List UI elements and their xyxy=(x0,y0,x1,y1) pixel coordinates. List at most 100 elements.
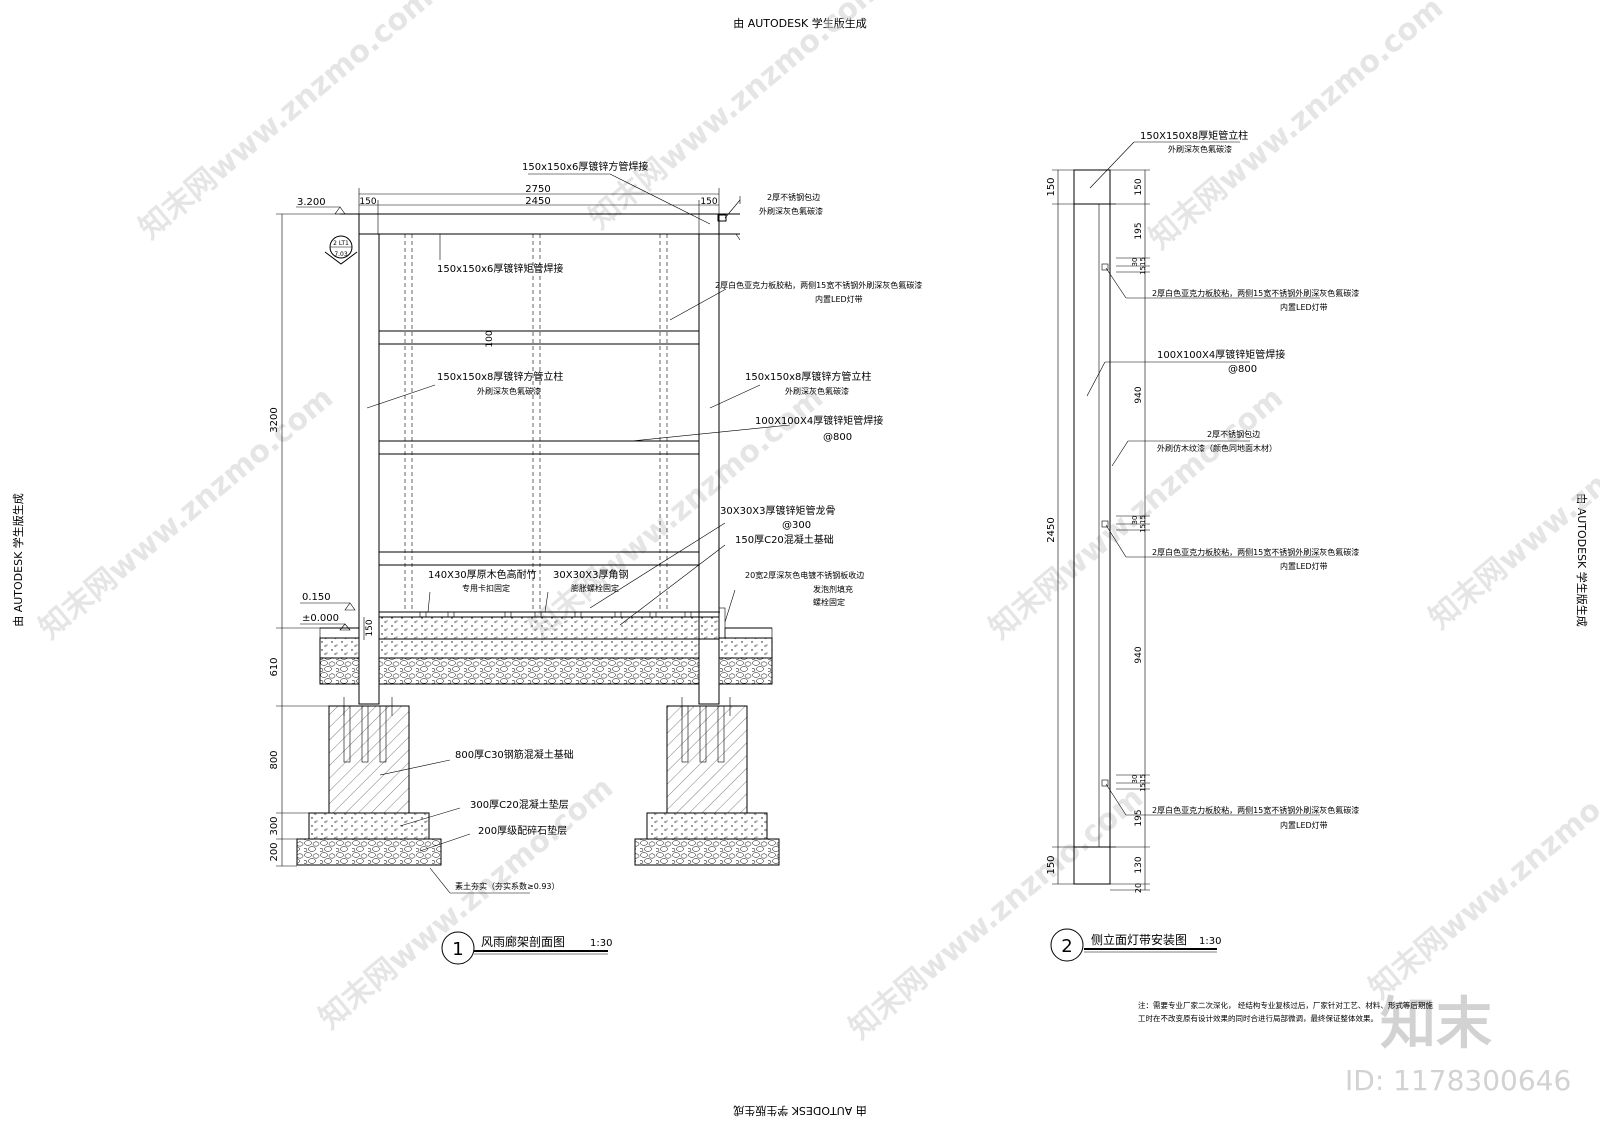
watermarks: 由 AUTODESK 学生版生成 由 AUTODESK 学生版生成 由 AUTO… xyxy=(11,0,1600,1118)
label-col-left-1: 150x150x8厚镀锌方管立柱 xyxy=(437,370,563,383)
dim-610: 610 xyxy=(269,657,280,676)
dim-height: 3200 xyxy=(269,407,280,432)
site-watermark-1: 知末网www.znzmo.com xyxy=(133,0,440,246)
dim-top-inner: 2450 xyxy=(525,196,550,207)
label-tube-2: @800 xyxy=(823,432,852,443)
label-edge-3: 螺栓固定 xyxy=(813,597,845,607)
drawing-1-number: 1 xyxy=(452,939,463,960)
section-mark-bottom: 7.03 xyxy=(334,251,348,258)
dim-top-left: 150 xyxy=(359,197,376,207)
label-acr-b2: 内置LED灯带 xyxy=(1280,561,1328,571)
label-found-gravel: 200厚级配碎石垫层 xyxy=(478,824,567,837)
dim-r15a: 1515 xyxy=(1139,257,1147,275)
site-watermark-7: 知末网www.znzmo.com xyxy=(1423,370,1600,636)
drawing-2-number-circle xyxy=(1050,928,1084,962)
site-watermark-3: 知末网www.znzmo.com xyxy=(1143,0,1450,256)
label-rib-2: @300 xyxy=(782,520,811,531)
label-plank-1: 140X30厚原木色高耐竹 xyxy=(428,568,537,581)
label-edge-1: 20宽2厚深灰色电镀不锈钢板收边 xyxy=(745,570,864,580)
dim-r150: 150 xyxy=(1134,178,1144,195)
left-gravel-pad xyxy=(296,838,442,866)
label-tube-1: 100X100X4厚镀锌矩管焊接 xyxy=(755,414,883,427)
label-angle-1: 30X30X3厚角钢 xyxy=(553,568,629,581)
dim-top-total: 2750 xyxy=(525,184,550,195)
edge-cap xyxy=(717,214,727,222)
label-beam-inner: 150x150x6厚镀锌矩管焊接 xyxy=(437,262,563,275)
right-c20-pad xyxy=(646,812,768,840)
site-watermark-6: 知末网www.znzmo.com xyxy=(983,380,1290,646)
note-line-2: 工时在不改变原有设计效果的同时合进行局部微调，最终保证整体效果。 xyxy=(1138,1013,1378,1023)
dim-r195: 195 xyxy=(1134,222,1144,239)
dim-r30b: 30 xyxy=(1131,516,1139,525)
logo-watermark: 知末 xyxy=(1380,992,1492,1057)
label-rib-1: 30X30X3厚镀锌矩管龙骨 xyxy=(720,504,836,517)
drawing-2-number: 2 xyxy=(1061,936,1072,957)
dim-r940b: 940 xyxy=(1134,646,1144,663)
dim-r130: 130 xyxy=(1134,856,1144,873)
dim-left-bot: 150 xyxy=(1046,855,1057,874)
top-beam xyxy=(358,213,720,235)
drawing-1-section: 2750 2450 150 150 3200 610 800 300 200 1… xyxy=(269,160,922,965)
dim-r15c: 1515 xyxy=(1139,774,1147,792)
c20-slab xyxy=(378,616,720,640)
label-post-2: 外刷深灰色氟碳漆 xyxy=(1168,144,1232,154)
label-side-tube-1: 100X100X4厚镀锌矩管焊接 xyxy=(1157,348,1285,361)
rail-2 xyxy=(378,440,700,455)
label-edge-2: 发泡剂填充 xyxy=(813,584,853,594)
side-post xyxy=(1073,169,1111,885)
label-col-right-1: 150x150x8厚镀锌方管立柱 xyxy=(745,370,871,383)
label-found-c20: 300厚C20混凝土垫层 xyxy=(470,798,569,811)
dim-300: 300 xyxy=(269,816,280,835)
dim-r20: 20 xyxy=(1134,883,1143,893)
site-watermark-2: 知末网www.znzmo.com xyxy=(583,0,890,236)
site-watermark-4: 知末网www.znzmo.com xyxy=(33,380,340,646)
right-gravel-pad xyxy=(634,838,780,866)
note-line-1: 注：需要专业厂家二次深化， 经结构专业复核过后，厂家针对工艺、材料、形式等后期施 xyxy=(1138,1000,1433,1010)
label-beam-top: 150x150x6厚镀锌方管焊接 xyxy=(522,160,648,173)
left-c20-pad xyxy=(308,812,430,840)
label-cover-2: 外刷深灰色氟碳漆 xyxy=(759,206,823,216)
drawing-2-elevation: 150 2450 150 150 195 30 1515 940 30 1515 xyxy=(1046,129,1433,1023)
autodesk-watermark-left: 由 AUTODESK 学生版生成 xyxy=(11,493,25,627)
level-top: 3.200 xyxy=(297,197,326,208)
right-footing xyxy=(666,705,748,814)
led-strip-b xyxy=(1101,520,1109,528)
label-acr-a2: 内置LED灯带 xyxy=(1280,302,1328,312)
label-post-1: 150X150X8厚矩管立柱 xyxy=(1140,129,1248,142)
site-watermark-9: 知末网www.znzmo.com xyxy=(843,780,1150,1046)
label-acr-c1: 2厚白色亚克力板胶粘，两侧15宽不锈钢外刷深灰色氟碳漆 xyxy=(1152,805,1359,815)
site-watermark-10: 知末网www.znzmo.com xyxy=(1363,740,1600,1006)
drawing-1-number-circle xyxy=(441,931,475,965)
drawing-2-title: 侧立面灯带安装图 xyxy=(1091,932,1187,947)
gravel-layer xyxy=(378,657,700,685)
led-strip-a xyxy=(1101,263,1109,271)
section-mark-top: 2 LT1 xyxy=(333,240,349,247)
label-plank-2: 专用卡扣固定 xyxy=(462,583,510,593)
label-soil: 素土夯实（夯实系数≥0.93） xyxy=(455,881,560,891)
label-col-right-2: 外刷深灰色氟碳漆 xyxy=(785,386,849,396)
label-ss-1: 2厚不锈钢包边 xyxy=(1207,429,1260,439)
label-acrylic-1: 2厚白色亚克力板胶粘，两侧15宽不锈钢外刷深灰色氟碳漆 xyxy=(715,280,922,290)
drawing-1-scale: 1:30 xyxy=(590,938,612,949)
level-0: ±0.000 xyxy=(302,613,339,624)
left-column xyxy=(358,233,380,705)
dim-r30a: 30 xyxy=(1131,258,1139,267)
dim-base-150: 150 xyxy=(365,619,375,636)
rail-3 xyxy=(378,551,700,566)
drawing-1-title: 风雨廊架剖面图 xyxy=(481,934,565,949)
autodesk-watermark-right: 由 AUTODESK 学生版生成 xyxy=(1575,493,1589,627)
label-acr-a1: 2厚白色亚克力板胶粘，两侧15宽不锈钢外刷深灰色氟碳漆 xyxy=(1152,288,1359,298)
dim-r940a: 940 xyxy=(1134,386,1144,403)
dim-r15b: 1515 xyxy=(1139,515,1147,533)
dim-top-right: 150 xyxy=(700,197,717,207)
level-150: 0.150 xyxy=(302,592,331,603)
dim-r30c: 30 xyxy=(1131,775,1139,784)
drawing-2-scale: 1:30 xyxy=(1199,936,1221,947)
dim-left-top: 150 xyxy=(1046,177,1057,196)
autodesk-watermark-bottom: 由 AUTODESK 学生版生成 xyxy=(733,1104,867,1118)
dim-r195b: 195 xyxy=(1134,809,1144,826)
label-acrylic-2: 内置LED灯带 xyxy=(815,294,863,304)
dim-200: 200 xyxy=(269,842,280,861)
